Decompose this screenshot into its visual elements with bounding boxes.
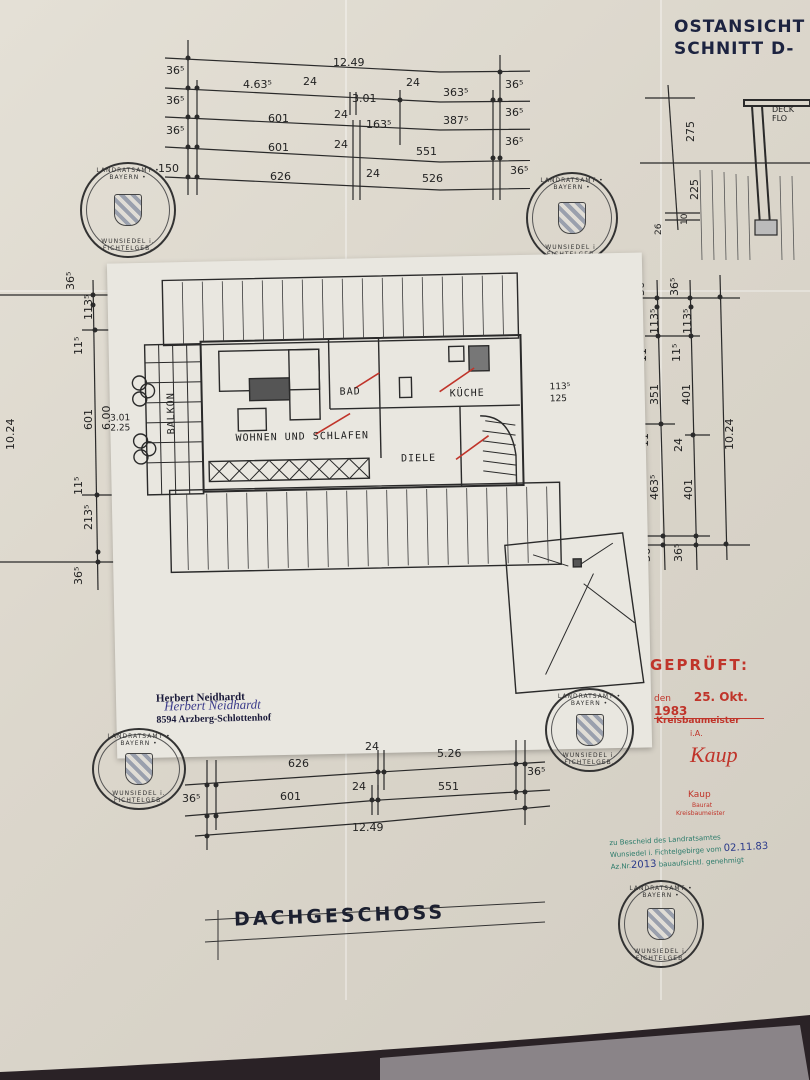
dim: 4.63⁵: [243, 78, 272, 91]
official-stamp: LANDRATSAMT • BAYERN •WUNSIEDEL i. FICHT…: [80, 162, 176, 258]
signer-title: Kreisbaumeister: [676, 810, 725, 817]
dim: 26: [654, 223, 664, 235]
approval-office: Kreisbaumeister: [656, 716, 740, 726]
room-label-balcony: BALKON: [165, 392, 178, 435]
dim: 24: [672, 438, 685, 452]
dim: 125: [549, 394, 568, 405]
section-drawing: [640, 84, 810, 260]
dim-overall-right: 10.24: [723, 418, 736, 451]
approval-heading: GEPRÜFT:: [650, 656, 749, 674]
dim: 551: [438, 780, 459, 793]
floor-plan-overlay: WOHNEN UND SCHLAFEN BAD KÜCHE DIELE BALK…: [106, 252, 653, 759]
dim: 36⁵: [527, 765, 546, 778]
dim: 551: [416, 145, 437, 158]
dim: 526: [422, 172, 443, 185]
paper-edge: [0, 1015, 810, 1080]
fold-line: [660, 0, 662, 1000]
dim: 275: [684, 121, 697, 142]
official-stamp: LANDRATSAMT • BAYERN •WUNSIEDEL i. FICHT…: [545, 688, 634, 772]
dim: 11⁵: [670, 343, 683, 362]
dim: 24: [334, 108, 348, 121]
dim-overall-bottom: 12.49: [352, 821, 384, 834]
section-label: FLO: [772, 114, 788, 123]
dim: 36⁵: [505, 78, 524, 91]
section-label: DECK: [772, 105, 795, 114]
dim-overall-left: 10.24: [4, 418, 17, 451]
signer-name: Kaup: [688, 790, 711, 800]
dim: 10: [680, 213, 690, 225]
dim: 36⁵: [166, 94, 185, 107]
approval-date: 25. Okt. 1983: [654, 690, 748, 718]
signer-title: Baurat: [692, 802, 713, 809]
dim: 24: [366, 167, 380, 180]
dim: 5.26: [437, 747, 462, 760]
dim: 626: [270, 170, 291, 183]
dim: 601: [82, 409, 95, 430]
date-prefix: den: [654, 694, 671, 704]
right-dimension-lines: [620, 274, 750, 570]
dim: 36⁵: [505, 135, 524, 148]
room-label-hall: DIELE: [400, 452, 437, 465]
dim: 36⁵: [166, 64, 185, 77]
dim: 24: [365, 740, 379, 753]
dim: 36⁵: [72, 566, 85, 585]
bottom-dimension-lines: [184, 740, 551, 850]
dim: 24: [334, 138, 348, 151]
dim: 113⁵: [82, 294, 95, 320]
dim: 2.25: [110, 423, 131, 434]
approval-date-line: den 25. Okt. 1983: [654, 690, 764, 719]
dim-overall-top: 12.49: [333, 56, 365, 69]
dim: 163⁵: [366, 118, 392, 131]
dim: 401: [682, 479, 695, 500]
dim: 463⁵: [648, 474, 661, 500]
dim: 11⁵: [72, 336, 85, 355]
dim: 36⁵: [166, 124, 185, 137]
title-underline: [204, 901, 546, 960]
dim: 351: [648, 384, 661, 405]
permit-stamp: zu Bescheid des Landratsamtes Wunsiedel …: [609, 830, 769, 873]
dim: 213⁵: [82, 504, 95, 530]
left-dimension-lines: [0, 279, 115, 590]
dim: 3.01: [110, 413, 131, 424]
title-schnitt: SCHNITT D-: [674, 39, 795, 59]
dim: 225: [688, 179, 701, 200]
room-label-bath: BAD: [339, 386, 361, 398]
dim: 24: [303, 75, 317, 88]
dim: 24: [352, 780, 366, 793]
dim: 626: [288, 757, 309, 770]
section-title: OSTANSICHT SCHNITT D-: [674, 16, 805, 60]
dim: 36⁵: [668, 277, 681, 296]
architect-signature: Herbert Neidhardt Herbert Neidhardt 8594…: [156, 690, 271, 726]
approval-ia: i.A.: [690, 729, 703, 738]
dim: 36⁵: [672, 543, 685, 562]
dim: 36⁵: [182, 792, 201, 805]
dim: 601: [268, 141, 289, 154]
dim: 363⁵: [443, 86, 469, 99]
approval-signature: Kaup: [690, 742, 738, 767]
official-stamp: LANDRATSAMT • BAYERN •WUNSIEDEL i. FICHT…: [618, 880, 704, 968]
dim: 36⁵: [510, 164, 529, 177]
dim: 11⁵: [72, 476, 85, 495]
dim: 36⁵: [64, 271, 77, 290]
title-ostansicht: OSTANSICHT: [674, 17, 806, 37]
dim: 387⁵: [443, 114, 469, 127]
floor-plan-drawing: [131, 272, 645, 694]
dim: 3.01: [352, 92, 377, 105]
official-stamp: LANDRATSAMT • BAYERN •WUNSIEDEL i. FICHT…: [92, 728, 186, 810]
dim: 401: [680, 384, 693, 405]
dim: 113⁵: [549, 381, 571, 393]
dim: 601: [268, 112, 289, 125]
dim: 36⁵: [505, 106, 524, 119]
dim: 24: [406, 76, 420, 89]
top-dimension-lines: [164, 40, 530, 200]
dim: 113⁵: [681, 308, 694, 334]
room-label-kitchen: KÜCHE: [449, 387, 485, 400]
dim: 150: [158, 162, 179, 175]
official-stamp: LANDRATSAMT • BAYERN •WUNSIEDEL i. FICHT…: [526, 172, 618, 264]
dim: 113⁵: [648, 308, 661, 334]
dim: 601: [280, 790, 301, 803]
